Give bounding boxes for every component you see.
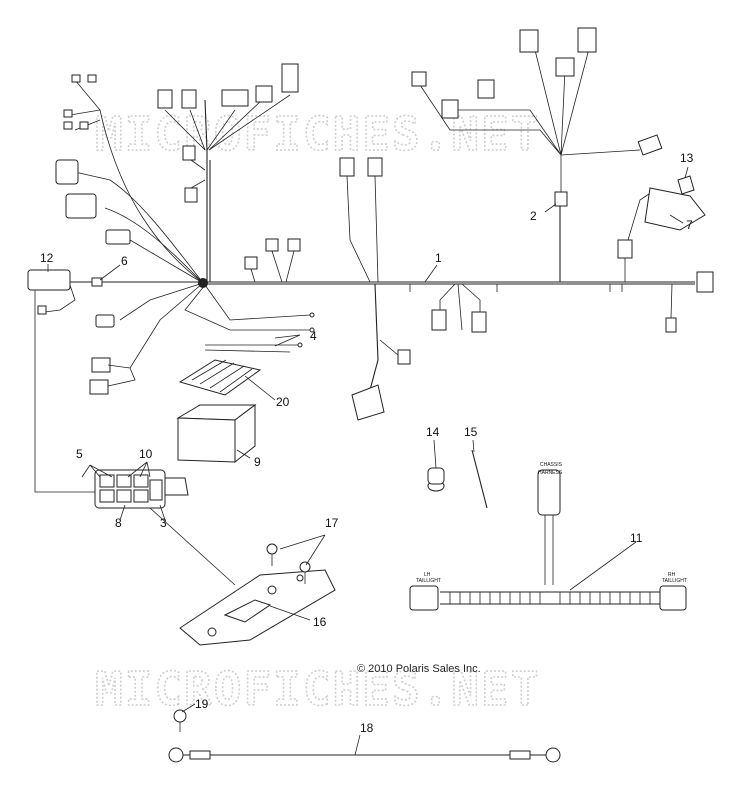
screws	[266, 543, 311, 584]
callout-10: 10	[139, 447, 153, 461]
lh-taillight-label-1: LH	[424, 572, 431, 578]
callout-5: 5	[76, 447, 83, 461]
grommet-14	[427, 467, 445, 492]
rh-taillight-label-1: RH	[668, 572, 676, 578]
callout-9: 9	[254, 455, 261, 469]
callout-12: 12	[40, 251, 54, 265]
callout-6: 6	[121, 254, 128, 268]
callout-19: 19	[195, 697, 209, 711]
callout-15: 15	[464, 425, 478, 439]
fuse-box	[94, 469, 189, 509]
watermark-top: MICROFICHES.NET	[95, 107, 540, 161]
lh-taillight-label-2: TAILLIGHT	[416, 578, 441, 584]
callout-17: 17	[325, 516, 339, 530]
callout-7: 7	[686, 218, 693, 232]
callout-13: 13	[680, 151, 694, 165]
connector-mid-1	[182, 145, 196, 161]
callout-20: 20	[276, 395, 290, 409]
callout-14: 14	[426, 425, 440, 439]
callout-3: 3	[160, 516, 167, 530]
connector-mid-2	[184, 187, 198, 203]
jumper-wires	[204, 342, 303, 353]
chassis-harness-label-2: HARNESS	[538, 470, 563, 476]
connector-top-5	[281, 63, 299, 93]
connector-top-4	[255, 85, 273, 103]
taillight-harness: CHASSIS HARNESS LH TAILLIGHT RH TAILLIGH…	[409, 462, 687, 611]
copyright-text: © 2010 Polaris Sales Inc.	[357, 663, 481, 675]
callout-8: 8	[115, 516, 122, 530]
callout-numbers: 1 2 3 4 5 6 7 8 9 10 11 12 13 14 15 16 1…	[40, 151, 694, 735]
callout-11: 11	[630, 531, 643, 545]
callout-1: 1	[435, 251, 442, 265]
callout-4: 4	[310, 329, 317, 343]
leader-lines	[47, 166, 689, 756]
connector-top-3	[221, 89, 249, 107]
ground-cable	[168, 747, 561, 763]
watermark-bottom: MICROFICHES.NET	[95, 662, 540, 716]
callout-16: 16	[313, 615, 327, 629]
mounting-plate	[149, 507, 336, 646]
rh-taillight-label-2: TAILLIGHT	[662, 578, 687, 584]
battery	[176, 404, 257, 464]
main-harness	[27, 27, 714, 493]
callout-18: 18	[360, 721, 374, 735]
connector-top-2	[181, 89, 197, 109]
chassis-harness-label-1: CHASSIS	[540, 462, 563, 468]
callout-2: 2	[530, 209, 537, 223]
screw-19	[173, 709, 187, 732]
decal	[178, 359, 262, 396]
connector-top-1	[157, 89, 173, 109]
tie-15	[471, 449, 488, 509]
